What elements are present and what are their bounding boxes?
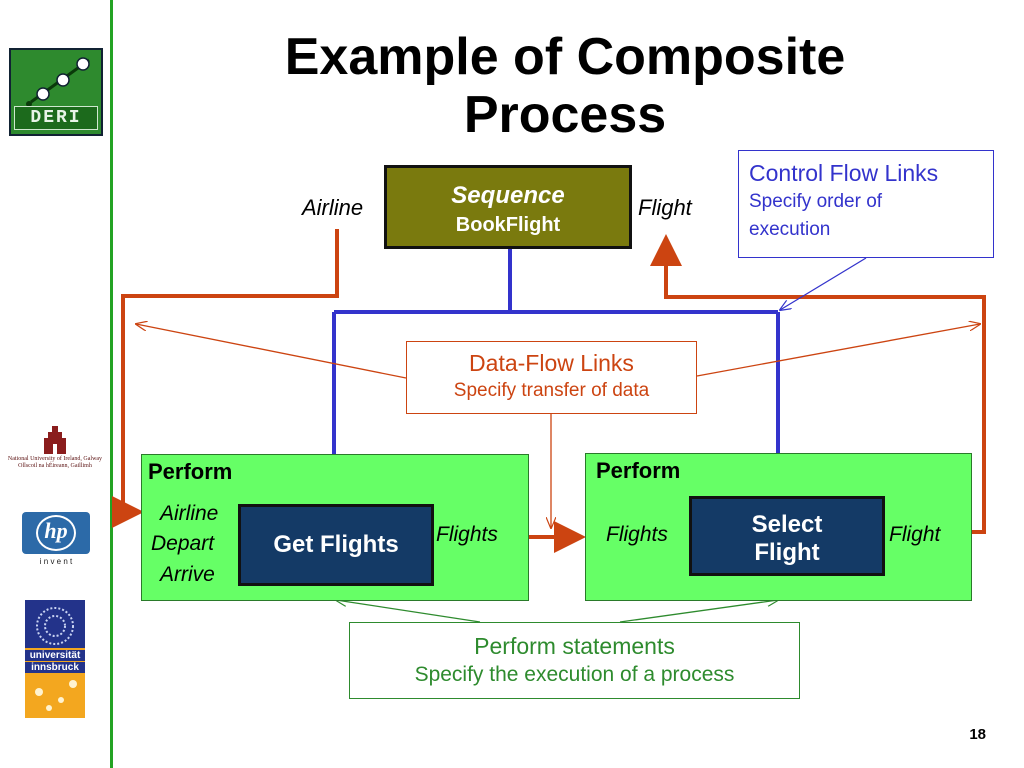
page-number: 18 bbox=[969, 726, 986, 743]
select-flight-line-2: Flight bbox=[754, 539, 820, 566]
perform-left-input-arrive: Arrive bbox=[160, 563, 215, 586]
bookflight-label: BookFlight bbox=[455, 214, 561, 236]
sidebar-divider bbox=[110, 0, 113, 768]
perform-left-output-flights: Flights bbox=[436, 523, 498, 546]
control-flow-title: Control Flow Links bbox=[749, 160, 939, 186]
data-flow-subtitle: Specify transfer of data bbox=[453, 380, 650, 401]
select-flight-box: Select Flight bbox=[689, 496, 885, 576]
hp-logo: hp i n v e n t bbox=[18, 512, 94, 568]
sequence-box: Sequence BookFlight bbox=[384, 165, 632, 249]
perform-left-label: Perform bbox=[148, 459, 233, 484]
data-flow-callout: Data-Flow Links Specify transfer of data bbox=[406, 341, 697, 414]
control-flow-pointer bbox=[780, 257, 867, 310]
hp-circle bbox=[36, 515, 76, 551]
control-flow-line-2: execution bbox=[749, 219, 831, 240]
nui-galway-logo: National University of Ireland, Galway O… bbox=[2, 424, 108, 476]
perform-left-input-depart: Depart bbox=[151, 532, 215, 555]
slide-title: Example of Composite Process bbox=[284, 28, 846, 144]
perform-right-output-flight: Flight bbox=[889, 523, 941, 546]
perform-right-label: Perform bbox=[596, 458, 681, 483]
deri-logo: DERI bbox=[9, 48, 103, 136]
data-flow-pointer-right bbox=[696, 324, 980, 377]
perform-statements-title: Perform statements bbox=[474, 633, 675, 659]
innsbruck-logo: universität innsbruck bbox=[25, 600, 85, 718]
hp-badge: hp bbox=[22, 512, 90, 554]
select-flight-line-1: Select bbox=[751, 511, 823, 538]
sequence-label: Sequence bbox=[451, 182, 565, 209]
sequence-input-airline: Airline bbox=[302, 195, 364, 220]
get-flights-box: Get Flights bbox=[238, 504, 434, 586]
innsbruck-line-1: universität bbox=[25, 650, 85, 661]
data-flow-title: Data-Flow Links bbox=[469, 350, 634, 376]
hp-tagline: i n v e n t bbox=[39, 557, 73, 566]
deri-dots-icon bbox=[26, 57, 90, 107]
innsbruck-line-2: innsbruck bbox=[25, 662, 85, 673]
perform-pointer-right bbox=[619, 600, 778, 623]
perform-statements-subtitle: Specify the execution of a process bbox=[414, 663, 735, 686]
sequence-output-flight: Flight bbox=[638, 195, 692, 220]
castle-crest-icon bbox=[44, 426, 66, 454]
data-flow-airline-in bbox=[112, 229, 339, 528]
perform-statements-callout: Perform statements Specify the execution… bbox=[349, 622, 800, 699]
deri-logo-text: DERI bbox=[14, 106, 98, 130]
hp-letters: hp bbox=[44, 518, 68, 543]
perform-right-input-flights: Flights bbox=[606, 523, 668, 546]
data-flow-pointer-left bbox=[136, 324, 407, 379]
innsbruck-emblem-icon bbox=[25, 600, 85, 711]
nui-line-1: National University of Ireland, Galway bbox=[7, 456, 103, 462]
control-flow-line-1: Specify order of bbox=[749, 191, 883, 212]
perform-left-input-airline: Airline bbox=[160, 502, 219, 525]
control-flow-callout: Control Flow Links Specify order of exec… bbox=[738, 150, 994, 258]
data-flow-flight-out bbox=[650, 234, 986, 534]
perform-pointer-left bbox=[336, 600, 481, 623]
control-flow-tree bbox=[332, 249, 780, 454]
nui-line-2: Ollscoil na hÉireann, Gaillimh bbox=[18, 463, 92, 469]
